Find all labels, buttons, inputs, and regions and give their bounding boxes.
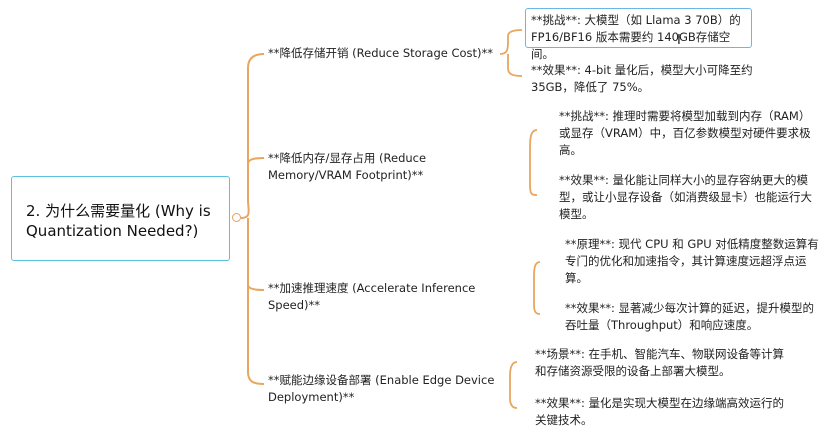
- root-node[interactable]: [11, 176, 230, 261]
- leaf-edge-scenario[interactable]: **场景**: 在手机、智能汽车、物联网设备等计算和存储资源受限的设备上部署大模…: [535, 347, 785, 378]
- trunk-connector: [240, 53, 265, 219]
- leaf-speed-principle[interactable]: **原理**: 现代 CPU 和 GPU 对低精度整数运算有专门的优化和加速指令…: [565, 237, 819, 285]
- leaf-edge-effect[interactable]: **效果**: 量化是实现大模型在边缘端高效运行的关键技术。: [535, 396, 785, 427]
- trunk-connector-lower: [247, 218, 265, 385]
- leaf-connector-2: [529, 129, 538, 196]
- text-cursor-icon: I: [677, 33, 681, 48]
- leaf-connector-4: [509, 361, 518, 409]
- branch-edge[interactable]: **赋能边缘设备部署 (Enable Edge Device Deploymen…: [268, 373, 495, 404]
- collapse-toggle[interactable]: [232, 213, 241, 222]
- root-node-label: 2. 为什么需要量化 (Why is Quantization Needed?): [26, 202, 211, 240]
- leaf-storage-challenge[interactable]: **挑战**: 大模型（如 Llama 3 70B）的 FP16/BF16 版本…: [531, 13, 741, 61]
- leaf-connector-3: [533, 261, 541, 315]
- branch-storage[interactable]: **降低存储开销 (Reduce Storage Cost)**: [268, 46, 494, 60]
- leaf-connector-1b: [507, 54, 523, 77]
- leaf-connector-1: [499, 29, 523, 55]
- leaf-memory-effect[interactable]: **效果**: 量化能让同样大小的显存容纳更大的模型，或让小显存设备（如消费级显…: [559, 173, 812, 221]
- leaf-memory-challenge[interactable]: **挑战**: 推理时需要将模型加载到内存（RAM）或显存（VRAM）中，百亿参…: [559, 109, 811, 157]
- branch-connector-3: [247, 284, 265, 291]
- branch-connector-2: [247, 157, 265, 165]
- selection-frame: [525, 8, 752, 48]
- leaf-speed-effect[interactable]: **效果**: 显著减少每次计算的延迟，提升模型的吞吐量（Throughput）…: [565, 301, 815, 332]
- leaf-storage-effect[interactable]: **效果**: 4-bit 量化后，模型大小可降至约 35GB，降低了 75%。: [531, 63, 753, 94]
- branch-memory[interactable]: **降低内存/显存占用 (Reduce Memory/VRAM Footprin…: [268, 151, 427, 182]
- branch-speed[interactable]: **加速推理速度 (Accelerate Inference Speed)**: [268, 281, 476, 312]
